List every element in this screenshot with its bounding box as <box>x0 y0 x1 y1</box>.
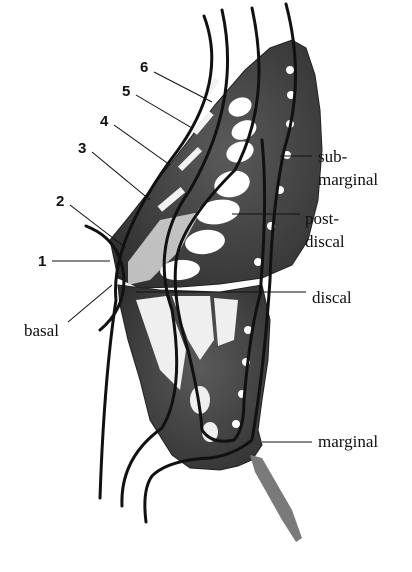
label-postdiscal-line1: post- <box>305 209 339 228</box>
number-6: 6 <box>140 59 148 76</box>
label-marginal: marginal <box>318 432 378 451</box>
label-discal: discal <box>312 288 352 307</box>
number-1: 1 <box>38 253 46 270</box>
basal-leader <box>68 285 112 322</box>
number-4: 4 <box>100 113 109 130</box>
label-basal: basal <box>24 321 59 340</box>
label-submarginal-line2: marginal <box>318 170 378 189</box>
label-submarginal-line1: sub- <box>318 147 348 166</box>
number-2: 2 <box>56 193 64 210</box>
label-postdiscal-line2: discal <box>305 232 345 251</box>
hindwing-tail <box>250 455 302 542</box>
number-5: 5 <box>122 83 130 100</box>
number-3: 3 <box>78 140 86 157</box>
